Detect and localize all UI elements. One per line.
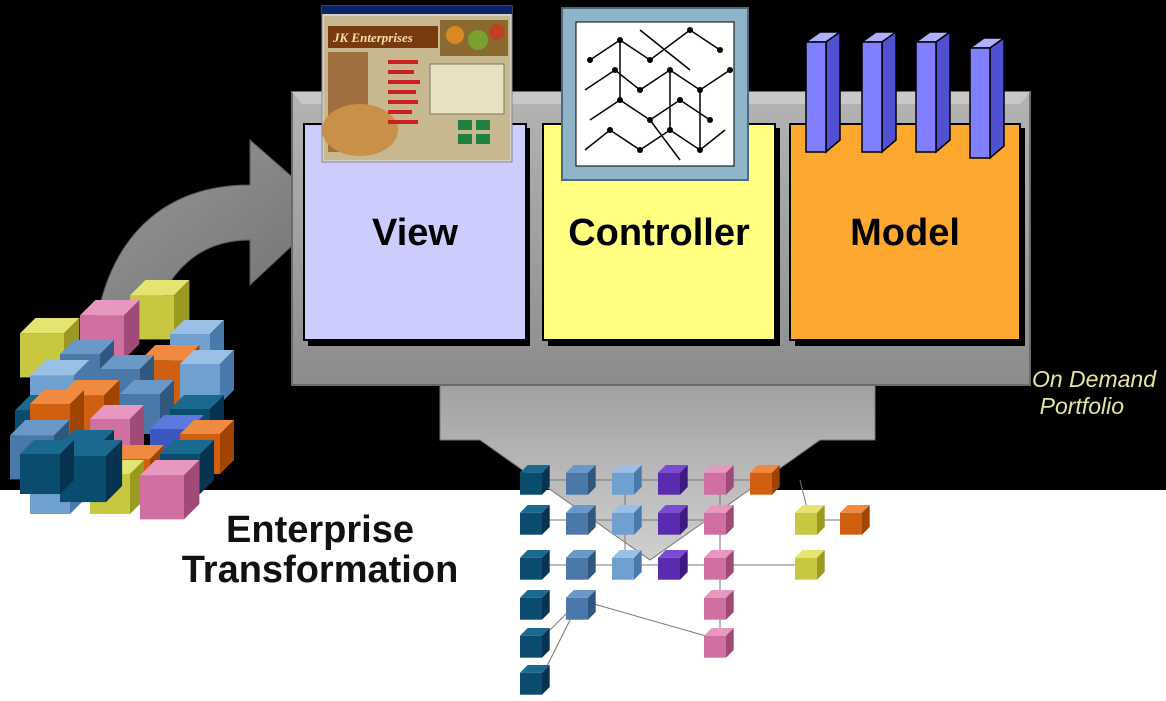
cube [20, 440, 74, 494]
cube [612, 550, 642, 580]
cube [704, 465, 734, 495]
controller-label: Controller [568, 212, 750, 254]
cube [566, 550, 596, 580]
model-panel [789, 123, 1021, 341]
cube [658, 550, 688, 580]
cube [750, 465, 780, 495]
controller-circuit-thumbnail [561, 7, 749, 181]
cube [704, 505, 734, 535]
cube [520, 665, 550, 695]
cube [60, 440, 123, 503]
thumbnail-title: JK Enterprises [332, 30, 413, 45]
cube [520, 590, 550, 620]
on-demand-line1: On Demand [1031, 366, 1156, 392]
cube [795, 505, 825, 535]
enterprise-transformation-caption: Enterprise Transformation [140, 510, 500, 590]
cube [658, 465, 688, 495]
cube [520, 628, 550, 658]
cube [520, 465, 550, 495]
cube [704, 628, 734, 658]
cube [658, 505, 688, 535]
cube [612, 465, 642, 495]
cube [795, 550, 825, 580]
down-arrow [439, 364, 876, 561]
app-screenshot-thumbnail: JK Enterprises [321, 5, 513, 163]
cube [566, 590, 596, 620]
cube [612, 505, 642, 535]
cube [704, 590, 734, 620]
cube [566, 505, 596, 535]
view-label: View [372, 212, 458, 254]
on-demand-caption: On Demand Portfolio [960, 366, 1156, 420]
cube [566, 465, 596, 495]
cube [704, 550, 734, 580]
on-demand-line2: Portfolio [1039, 393, 1124, 419]
model-pillars [803, 30, 1007, 160]
cube [520, 550, 550, 580]
cube [520, 505, 550, 535]
enterprise-line2: Transformation [181, 549, 459, 591]
cube [140, 460, 200, 520]
cube [840, 505, 870, 535]
model-label: Model [850, 212, 960, 254]
enterprise-line1: Enterprise [226, 509, 414, 551]
